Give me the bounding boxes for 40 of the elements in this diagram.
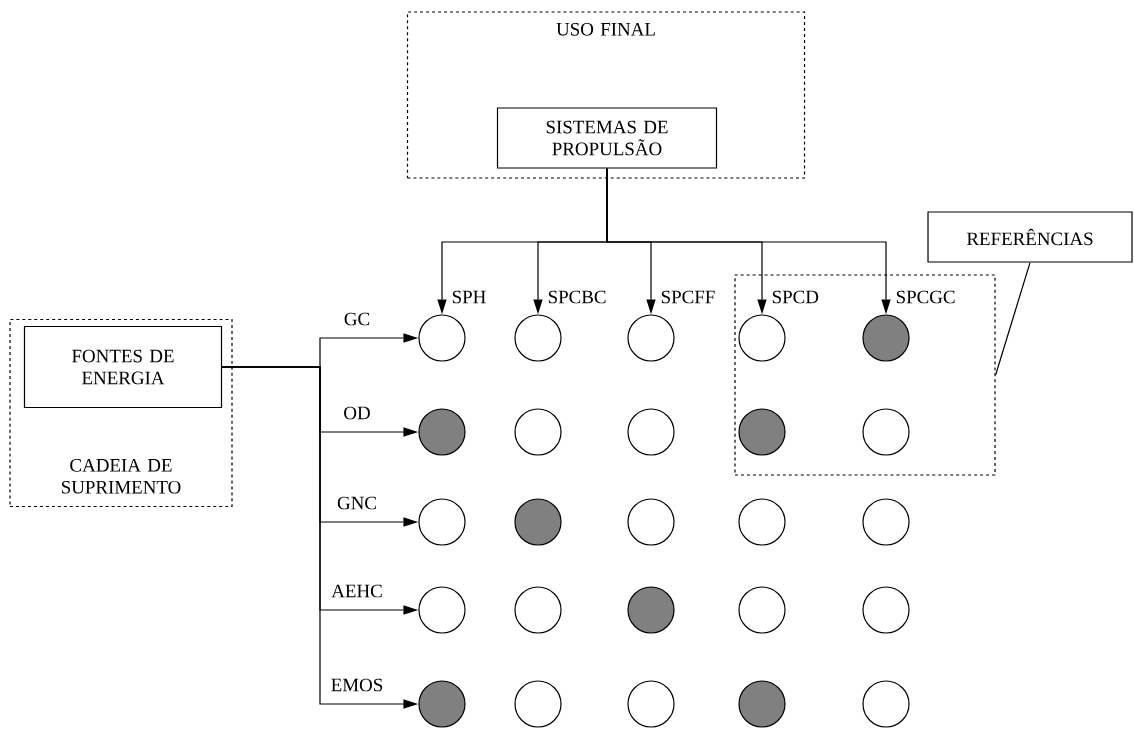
circle-marker <box>514 408 562 456</box>
filled-circle-marker <box>418 408 466 456</box>
filled-circle-marker <box>627 586 675 634</box>
circle-marker <box>862 408 910 456</box>
edge-label: GNC <box>337 496 376 510</box>
circle-marker <box>514 586 562 634</box>
circle-marker <box>514 314 562 362</box>
label-box: FONTES DE ENERGIA <box>23 325 223 409</box>
circle-marker <box>627 498 675 546</box>
filled-circle-marker <box>738 680 786 728</box>
filled-circle-marker <box>862 314 910 362</box>
circle-marker <box>862 680 910 728</box>
circle-marker <box>418 498 466 546</box>
circle-marker <box>627 408 675 456</box>
circle-marker <box>862 498 910 546</box>
filled-circle-marker <box>514 498 562 546</box>
circle-marker <box>738 586 786 634</box>
circle-marker <box>862 586 910 634</box>
label-box: SISTEMAS DE PROPULSÃO <box>496 107 718 169</box>
edge-label: SPCGC <box>896 290 955 304</box>
edge-label: SPCD <box>772 290 819 304</box>
filled-circle-marker <box>738 408 786 456</box>
dashed-group-box <box>734 274 996 476</box>
circle-marker <box>627 680 675 728</box>
filled-circle-marker <box>418 680 466 728</box>
circle-marker <box>738 498 786 546</box>
circle-marker <box>418 586 466 634</box>
edge-label: AEHC <box>331 584 382 598</box>
edge-label: EMOS <box>331 678 383 692</box>
edge-label: OD <box>344 406 370 420</box>
edge-label: SPH <box>452 290 486 304</box>
edge-label: GC <box>344 312 370 326</box>
circle-marker <box>418 314 466 362</box>
leader-line <box>995 262 1031 376</box>
circle-marker <box>627 314 675 362</box>
edge-label: SPCFF <box>661 290 715 304</box>
label-box: REFERÊNCIAS <box>927 211 1133 263</box>
circle-marker <box>738 314 786 362</box>
circle-marker <box>514 680 562 728</box>
edge-label: SPCBC <box>548 290 606 304</box>
